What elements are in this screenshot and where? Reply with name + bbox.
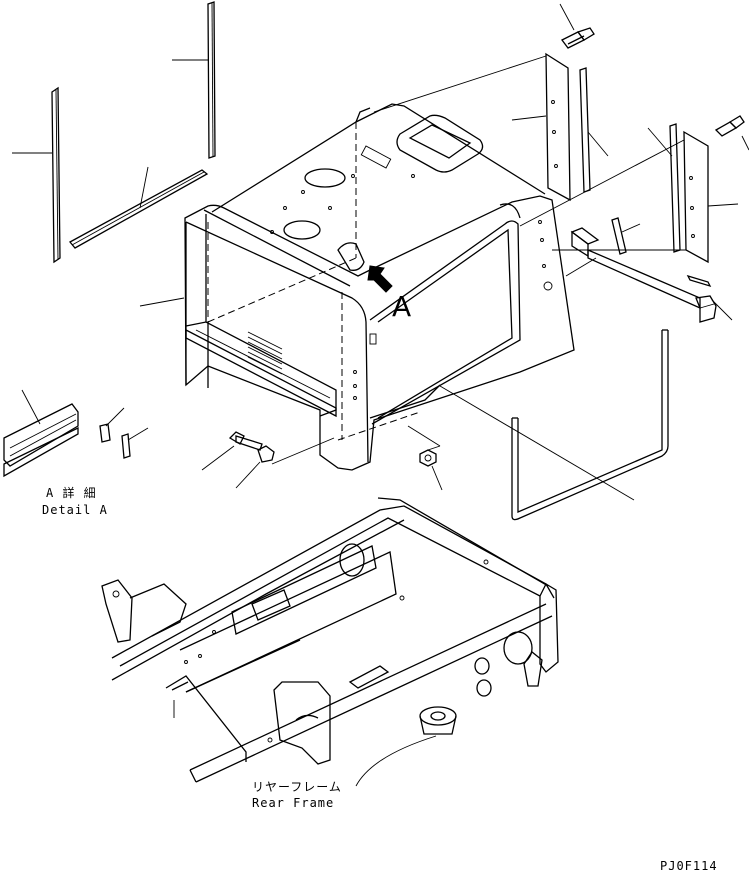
leader-line	[431, 465, 443, 491]
leader-line	[587, 131, 609, 157]
frame-boss	[476, 679, 492, 697]
rear-frame	[101, 497, 559, 783]
leader-line	[235, 461, 261, 489]
leader-line	[355, 735, 437, 787]
leader-line	[105, 407, 125, 427]
engine-hood-cover	[184, 103, 575, 471]
leader-line	[139, 166, 149, 209]
vertical-seal-strip-left	[51, 86, 61, 264]
detail-label-en: Detail A	[42, 503, 108, 517]
cross-bracket-right	[570, 227, 717, 323]
bolt-lower	[228, 431, 263, 451]
leader-line	[621, 223, 641, 233]
callout-letter: A	[392, 290, 411, 323]
frame-bracket	[273, 681, 331, 765]
leader-line	[741, 135, 749, 151]
frame-round-hole	[503, 631, 533, 665]
detail-a-view	[3, 403, 131, 478]
leader-line	[707, 203, 739, 207]
vertical-seal-strip-center	[207, 1, 216, 159]
top-cap-opening	[396, 114, 484, 173]
drawing-code: PJ0F114	[660, 859, 718, 873]
leader-line	[565, 257, 597, 277]
leader-line	[407, 425, 441, 447]
leader-line	[519, 139, 685, 227]
small-key	[686, 274, 712, 288]
detail-clip	[99, 423, 111, 443]
leader-line	[271, 437, 335, 465]
leader-line	[439, 385, 635, 501]
clip-lower	[257, 445, 275, 463]
detail-arrow-icon	[367, 265, 393, 293]
frame-mount-ring	[419, 706, 457, 726]
side-plate-left	[545, 52, 571, 202]
bolt-right	[714, 115, 745, 137]
leader-line	[427, 445, 441, 451]
bolt-top	[561, 27, 595, 49]
side-plate-right	[683, 130, 709, 264]
leader-line	[373, 55, 547, 113]
leader-line	[21, 389, 41, 425]
horizontal-seal-strip	[68, 169, 209, 249]
leader-line	[711, 299, 733, 321]
side-clip	[369, 333, 377, 345]
detail-label-jp: A 詳 細	[46, 485, 97, 500]
top-slot	[360, 145, 392, 169]
leader-line	[511, 115, 547, 121]
mounting-holes	[270, 174, 553, 400]
louver-vents	[247, 331, 283, 375]
top-round-opening	[283, 220, 321, 240]
small-stud	[611, 217, 627, 255]
nut	[419, 449, 437, 467]
latch-bracket	[337, 242, 365, 271]
rear-frame-label-en: Rear Frame	[252, 796, 334, 810]
frame-boss	[474, 657, 490, 675]
leader-line	[139, 297, 185, 307]
detail-pin	[121, 433, 131, 459]
leader-line	[647, 127, 673, 157]
leader-line	[559, 3, 575, 31]
leader-line	[127, 427, 149, 441]
rear-frame-label-jp: リヤーフレーム	[252, 780, 342, 794]
top-round-opening	[304, 168, 346, 188]
u-shaped-rod	[511, 329, 669, 521]
frame-oval-hole	[339, 543, 365, 577]
leader-line	[201, 445, 235, 471]
vertical-strip-right-a	[579, 67, 591, 193]
